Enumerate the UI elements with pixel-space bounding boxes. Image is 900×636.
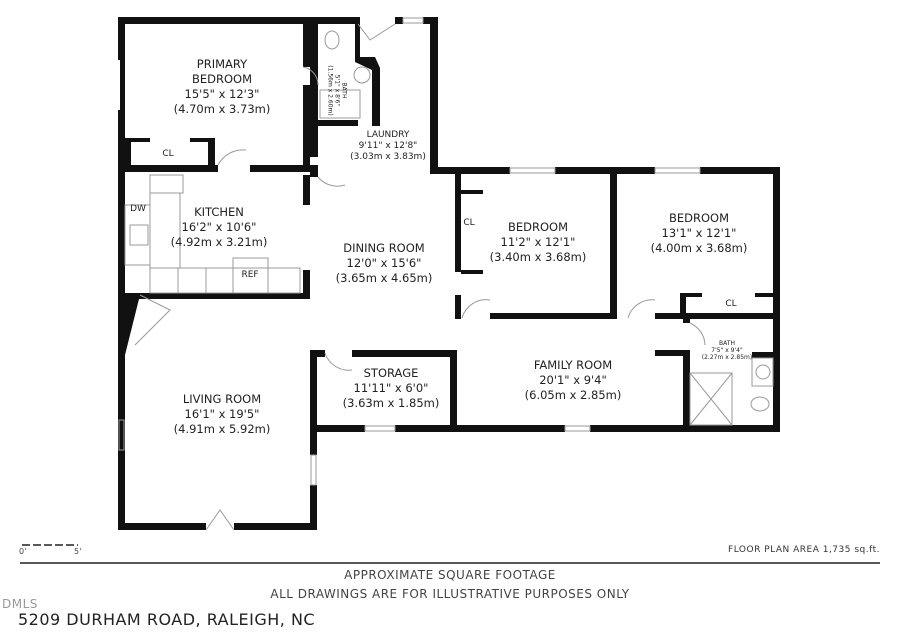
watermark: DMLS: [2, 597, 38, 611]
closet-label: CL: [725, 299, 737, 309]
floor-plan-area: FLOOR PLAN AREA 1,735 sq.ft.: [728, 545, 880, 555]
closet-label: CL: [162, 149, 174, 159]
fixtures: [116, 17, 774, 531]
dishwasher-label: DW: [130, 204, 146, 214]
scale-end: 5': [74, 547, 83, 556]
footer-line-1: APPROXIMATE SQUARE FOOTAGE: [344, 568, 556, 582]
footer-line-2: ALL DRAWINGS ARE FOR ILLUSTRATIVE PURPOS…: [270, 587, 630, 601]
closet-label: CL: [463, 218, 475, 228]
address: 5209 DURHAM ROAD, RALEIGH, NC: [18, 610, 316, 629]
scale-start: 0': [19, 547, 28, 556]
refrigerator-label: REF: [241, 270, 259, 280]
walls: [118, 17, 780, 530]
